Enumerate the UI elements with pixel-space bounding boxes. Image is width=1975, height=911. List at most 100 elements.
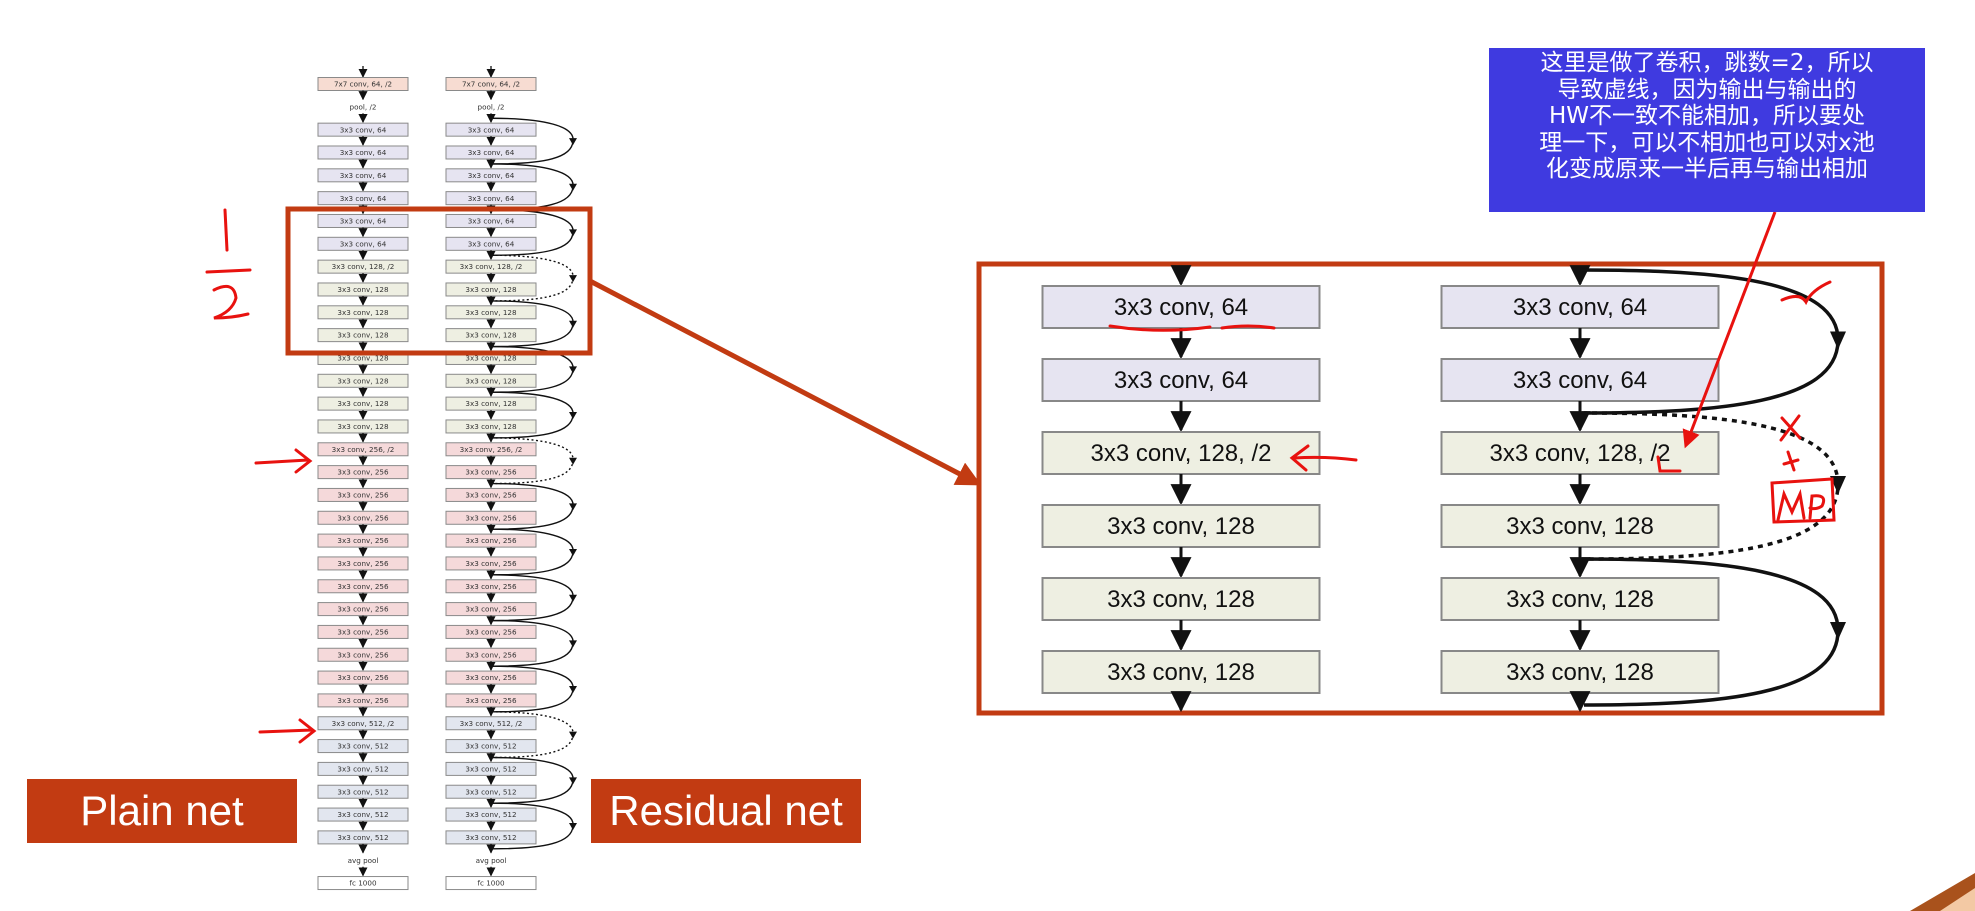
handwritten-mp-box [1770, 477, 1836, 524]
plain-net-column: 7x7 conv, 64, /2 pool, /2 3x3 conv, 64 3x3 … [317, 66, 409, 891]
callout-pointer [1682, 211, 1777, 449]
handwritten-arrow-plain-half [1289, 444, 1358, 472]
plain-layer-label: 3x3 conv, 64 [340, 171, 387, 180]
plain-layer-label: 3x3 conv, 256 [337, 673, 389, 682]
residual-layer-label: 3x3 conv, 128 [465, 399, 517, 408]
handwritten-underline [1108, 324, 1276, 332]
residual-layer-label: 3x3 conv, 512 [465, 765, 516, 774]
plain-layer-label: 3x3 conv, 256 [337, 536, 389, 545]
residual-layer-label: 3x3 conv, 64 [468, 148, 515, 157]
plain-layer-label: 3x3 conv, 128 [337, 285, 389, 294]
zoom-shortcut-arrowhead [1830, 331, 1846, 350]
residual-layer-label: 3x3 conv, 64 [468, 171, 515, 180]
plain-layer-label: 3x3 conv, 512 [337, 810, 388, 819]
residual-layer-label: 3x3 conv, 256 [465, 582, 517, 591]
residual-layer-label: 3x3 conv, 64 [468, 239, 515, 248]
residual-layer-label: 3x3 conv, 256 [465, 468, 517, 477]
annotation-callout: 这里是做了卷积，跳数=2，所以 导致虚线，因为输出与输出的 HW不一致不能相加，… [1489, 48, 1925, 212]
plain-layer-label: 3x3 conv, 512 [337, 787, 388, 796]
plain-layer-label: 3x3 conv, 256 [337, 491, 389, 500]
plain-layer-label: 3x3 conv, 128 [337, 308, 389, 317]
plain-layer-label: 3x3 conv, 128 [337, 354, 389, 363]
zoom-residual-layer-box [1440, 650, 1720, 694]
zoom-pointer-arrow [588, 278, 982, 486]
plain-layer-label: 3x3 conv, 64 [340, 239, 387, 248]
callout-line: 化变成原来一半后再与输出相加 [1546, 156, 1868, 182]
plain-layer-label: 3x3 conv, 256 [337, 582, 389, 591]
zoom-plain-layer-label: 3x3 conv, 128 [1107, 659, 1255, 686]
shortcut-arrowhead [569, 412, 577, 420]
shortcut-arrowhead [569, 731, 577, 739]
residual-layer-label: 3x3 conv, 256 [465, 650, 517, 659]
plain-layer-label: 3x3 conv, 512 [337, 833, 388, 842]
plain-layer-label: 7x7 conv, 64, /2 [334, 80, 392, 89]
residual-net-label: Residual net [591, 779, 861, 843]
callout-line: HW不一致不能相加，所以要处 [1548, 103, 1866, 129]
plain-layer-label: 3x3 conv, 64 [340, 194, 387, 203]
residual-layer-label: 3x3 conv, 256 [465, 673, 517, 682]
shortcut-arrowhead [569, 366, 577, 374]
plain-layer-label: fc 1000 [349, 879, 376, 888]
zoom-residual-layer-box [1440, 431, 1720, 475]
handwritten-check [1780, 280, 1832, 306]
plain-layer-label: 3x3 conv, 256 [337, 696, 389, 705]
plain-layer-label: 3x3 conv, 64 [340, 125, 387, 134]
shortcut-arrowhead [569, 594, 577, 602]
residual-layer-label: 3x3 conv, 128 [465, 285, 517, 294]
residual-layer-label: 3x3 conv, 64 [468, 217, 515, 226]
handwritten-arrow-512 [258, 718, 317, 744]
zoom-shortcut-arrowhead [1830, 622, 1846, 640]
zoom-shortcut-arrowhead [1830, 476, 1846, 494]
plain-layer-label: 3x3 conv, 512, /2 [332, 719, 395, 728]
handwritten-one-half [205, 208, 252, 320]
zoom-residual-layer-box [1440, 504, 1720, 548]
zoom-projection-shortcut [1581, 411, 1840, 561]
residual-layer-label: 3x3 conv, 64 [468, 194, 515, 203]
zoom-residual-layer-box [1440, 285, 1720, 329]
handwritten-annotations [205, 208, 1836, 744]
plain-layer-label: 3x3 conv, 128 [337, 376, 389, 385]
shortcut-arrowhead [569, 183, 577, 191]
plain-layer-label: 3x3 conv, 128 [337, 422, 389, 431]
callout-line: 这里是做了卷积，跳数=2，所以 [1540, 50, 1874, 76]
shortcut-arrowhead [569, 503, 577, 511]
residual-layer-label: 3x3 conv, 64 [468, 125, 515, 134]
plain-layer-label: 3x3 conv, 512 [337, 742, 388, 751]
residual-layer-label: 3x3 conv, 256, /2 [460, 445, 523, 454]
shortcut-arrowhead [569, 275, 577, 283]
residual-layer-label: 3x3 conv, 256 [465, 491, 517, 500]
plain-layer-label: 3x3 conv, 256, /2 [332, 445, 395, 454]
callout-line: 理一下，可以不相加也可以对x池 [1539, 129, 1875, 156]
residual-layer-label: 3x3 conv, 256 [465, 605, 517, 614]
plain-layer-label: avg pool [348, 856, 379, 865]
shortcut-arrowhead [569, 822, 577, 830]
zoom-residual-layer-label: 3x3 conv, 128, /2 [1489, 440, 1670, 467]
plain-layer-label: pool, /2 [350, 102, 377, 111]
shortcut-arrowhead [569, 686, 577, 694]
shortcut-arrowhead [569, 777, 577, 785]
residual-layer-label: 3x3 conv, 512 [465, 742, 516, 751]
residual-layer-label: 3x3 conv, 512 [465, 810, 516, 819]
handwritten-bracket [1656, 455, 1682, 473]
residual-layer-label: 3x3 conv, 512 [465, 833, 516, 842]
plain-layer-label: 3x3 conv, 64 [340, 148, 387, 157]
zoom-plain-layer-box [1041, 358, 1321, 402]
callout-line: 导致虚线，因为输出与输出的 [1557, 76, 1857, 103]
plain-layer-label: 3x3 conv, 64 [340, 217, 387, 226]
plain-layer-label: 3x3 conv, 512 [337, 765, 388, 774]
zoom-residual-layer-label: 3x3 conv, 128 [1506, 513, 1654, 540]
residual-skip-connections [490, 117, 577, 850]
plain-layer-box [317, 876, 409, 891]
plain-layer-label: 3x3 conv, 256 [337, 605, 389, 614]
residual-layer-label: 3x3 conv, 256 [465, 696, 517, 705]
residual-layer-label: 3x3 conv, 128 [465, 422, 517, 431]
zoom-plain-layer-label: 3x3 conv, 128 [1107, 513, 1255, 540]
residual-layer-label: 3x3 conv, 256 [465, 559, 517, 568]
zoom-panel [976, 261, 1885, 716]
plain-net-label: Plain net [27, 779, 297, 843]
plain-layer-label: 3x3 conv, 128 [337, 399, 389, 408]
shortcut-arrowhead [569, 457, 577, 465]
